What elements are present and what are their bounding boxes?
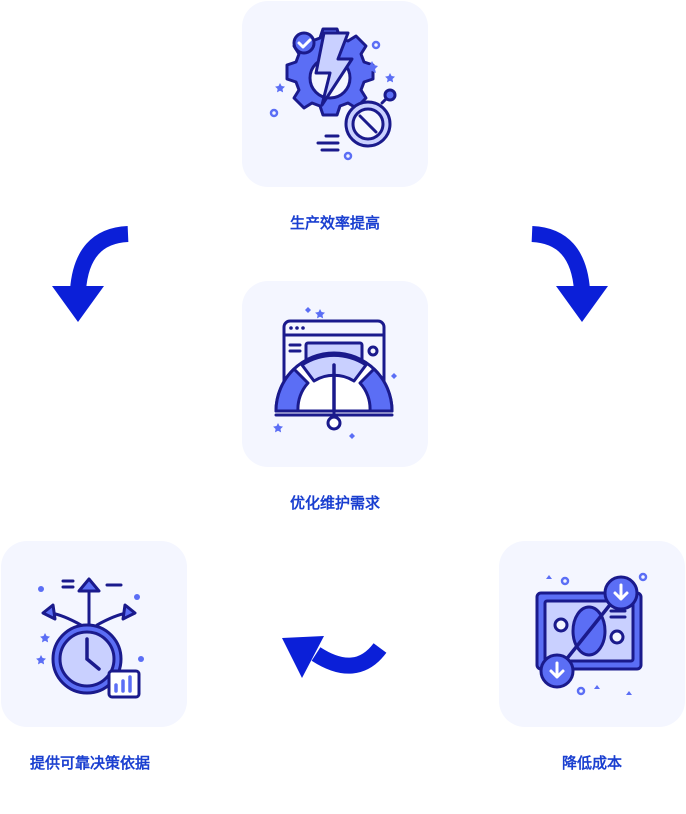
card-production-efficiency bbox=[242, 1, 428, 187]
step-label-decision-support: 提供可靠决策依据 bbox=[29, 754, 150, 772]
curved-arrow-right-down-icon bbox=[531, 226, 608, 322]
gear-lightning-stopwatch-icon bbox=[269, 27, 397, 161]
clock-arrows-chart-icon bbox=[36, 577, 144, 699]
card-decision-support bbox=[1, 541, 187, 727]
step-label-maintenance-optimization: 优化维护需求 bbox=[289, 494, 380, 512]
step-label-cost-reduction: 降低成本 bbox=[561, 754, 622, 772]
money-down-arrows-icon bbox=[535, 572, 648, 696]
card-maintenance-optimization bbox=[242, 281, 428, 467]
curved-arrow-left-icon bbox=[282, 636, 387, 678]
card-cost-reduction bbox=[499, 541, 685, 727]
curved-arrow-left-down-icon bbox=[52, 226, 129, 322]
dashboard-gauge-icon bbox=[273, 307, 397, 439]
step-label-production-efficiency: 生产效率提高 bbox=[289, 214, 380, 232]
